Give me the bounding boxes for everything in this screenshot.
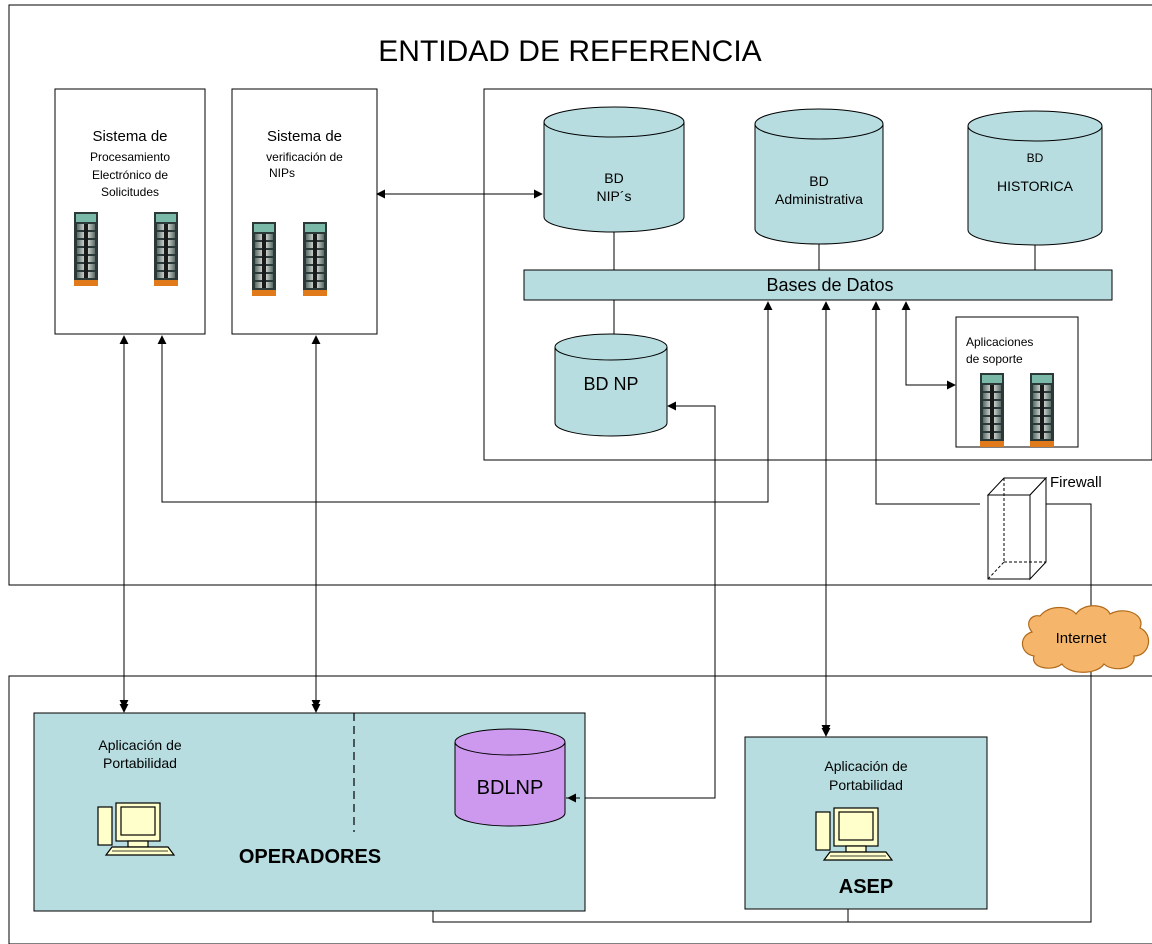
internet-label: Internet [1055,630,1107,647]
asep-app-label-2: Portabilidad [829,777,903,793]
internet-cloud-icon [1021,605,1150,673]
svn-label-1: Sistema de [266,128,343,145]
support-apps-box [955,316,1079,448]
server-icon [980,373,1004,447]
svn-box [231,88,378,335]
operadores-app-label-2: Portabilidad [103,755,177,771]
support-apps-label-1: Aplicaciones [966,335,1034,349]
svn-label-2: verificación de [266,150,343,164]
server-icon [154,212,178,286]
operadores-label: OPERADORES [238,846,382,868]
spes-label-1: Sistema de [92,128,168,145]
bd-historica-cylinder [967,110,1103,246]
bd-admin-label-2: Administrativa [775,191,863,207]
bd-admin-label-1: BD [809,173,829,189]
svn-label-3: NIPs [268,166,295,180]
operadores-app-label-1: Aplicación de [98,737,182,753]
asep-app-label-1: Aplicación de [824,758,908,774]
server-icon [74,212,98,286]
bd-historica-label-2: HISTORICA [997,178,1073,194]
bdlnp-label: BDLNP [476,777,544,799]
firewall-icon [986,476,1048,581]
server-icon [303,222,327,296]
spes-label-3: Electrónico de [91,168,169,182]
bus-label: Bases de Datos [766,275,894,295]
support-apps-label-2: de soporte [966,352,1023,366]
firewall-label: Firewall [1050,474,1102,491]
spes-label-4: Solicitudes [100,185,160,199]
spes-box [54,88,206,335]
asep-label: ASEP [838,876,894,898]
bases-de-datos-bus [523,269,1113,301]
bd-nips-cylinder [543,106,685,233]
bd-nips-label-1: BD [604,170,624,186]
server-icon [252,222,276,296]
bd-historica-label-1: BD [1026,151,1044,165]
bd-np-label: BD NP [583,374,639,394]
bd-nips-label-2: NIP´s [596,188,632,204]
bdlnp-cylinder [454,728,566,827]
page-title: ENTIDAD DE REFERENCIA [378,35,762,68]
bd-admin-cylinder [754,108,884,245]
server-icon [1030,373,1054,447]
spes-label-2: Procesamiento [89,150,171,164]
